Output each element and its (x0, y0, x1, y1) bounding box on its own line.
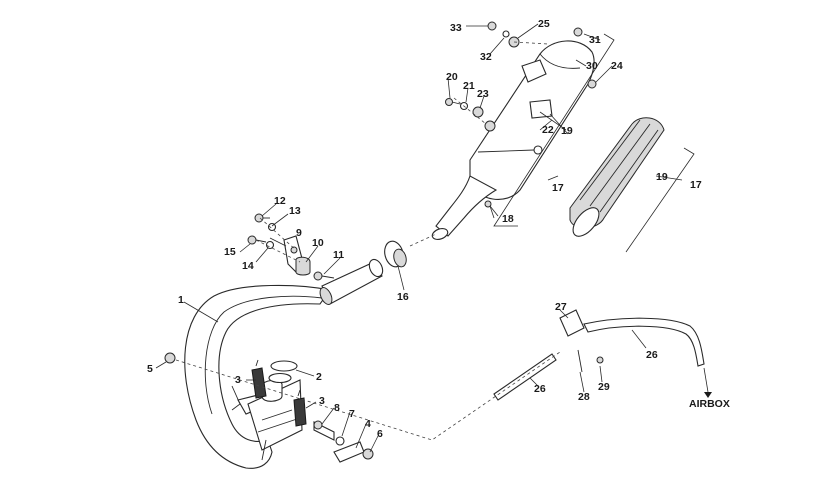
callout-21: 21 (463, 80, 475, 92)
callout-1: 1 (178, 294, 184, 306)
callout-23: 23 (477, 88, 489, 100)
callout-27: 27 (555, 301, 567, 313)
callout-3-lower: 3 (319, 395, 325, 407)
callout-32: 32 (480, 51, 492, 63)
callout-6: 6 (377, 428, 383, 440)
o-rings (268, 360, 298, 384)
callout-9: 9 (296, 227, 302, 239)
callout-25: 25 (538, 18, 550, 30)
exhaust-header-pipe (184, 258, 384, 469)
callout-30: 30 (586, 60, 598, 72)
callout-31: 31 (589, 34, 601, 46)
callout-3-upper: 3 (235, 374, 241, 386)
callout-19-silencer: 19 (561, 125, 573, 137)
callout-7: 7 (349, 408, 355, 420)
bolt-5 (164, 352, 176, 364)
callout-28: 28 (578, 391, 590, 403)
assembly-lines (175, 41, 561, 441)
callout-18: 18 (502, 213, 514, 225)
mount-bracket-parts (247, 213, 335, 281)
callout-5: 5 (147, 363, 153, 375)
callout-22: 22 (542, 124, 554, 136)
callout-33: 33 (450, 22, 462, 34)
callout-labels: 1 5 3 2 3 8 7 4 6 12 13 9 15 14 10 11 16… (147, 18, 730, 440)
silencer-assembly (431, 40, 597, 240)
callout-11: 11 (333, 249, 344, 261)
callout-16: 16 (397, 291, 409, 303)
leader-lines (155, 23, 712, 453)
callout-8: 8 (334, 402, 340, 414)
callout-19-packing: 19 (656, 171, 668, 183)
silencer-hardware (445, 21, 583, 208)
callout-24: 24 (611, 60, 623, 72)
callout-26-hose: 26 (646, 349, 658, 361)
callout-13: 13 (289, 205, 301, 217)
pipe-gasket (384, 240, 407, 268)
callout-12: 12 (274, 195, 286, 207)
callout-17-packing: 17 (690, 179, 702, 191)
callout-14: 14 (242, 260, 254, 272)
callout-20: 20 (446, 71, 458, 83)
breather-hose-system (493, 309, 705, 401)
airbox-label: AIRBOX (689, 398, 730, 410)
silencer-packing (569, 117, 665, 237)
exhaust-springs (251, 359, 307, 427)
callout-10: 10 (312, 237, 324, 249)
callout-15: 15 (224, 246, 236, 258)
callout-29: 29 (598, 381, 610, 393)
callout-2: 2 (316, 371, 322, 383)
callout-4: 4 (365, 418, 371, 430)
callout-26-tube: 26 (534, 383, 546, 395)
callout-17-silencer: 17 (552, 182, 564, 194)
group-brackets (493, 33, 695, 253)
